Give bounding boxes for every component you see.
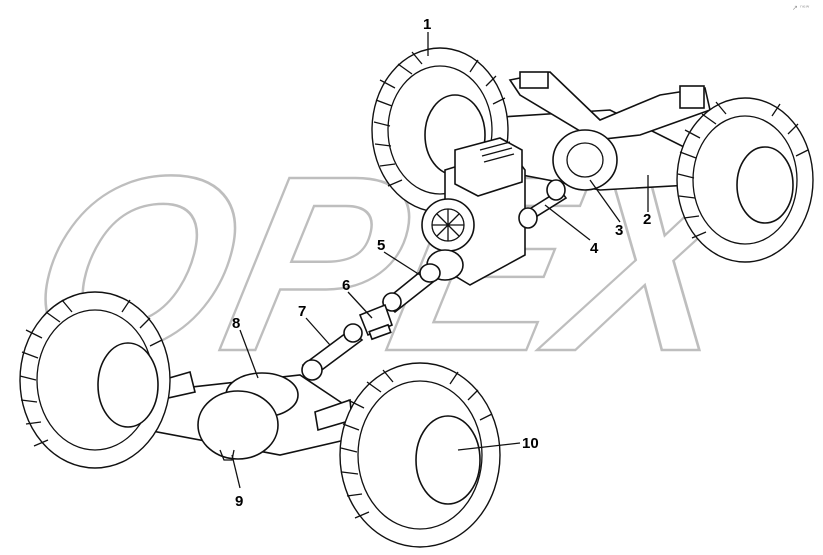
front-drive-shaft (301, 263, 441, 381)
leader-10 (457, 442, 521, 451)
rear-shaft-yoke-rear (546, 179, 566, 201)
front-left-wheel (19, 291, 171, 469)
callout-10: 10 (522, 435, 539, 452)
rear-right-hub (736, 146, 794, 224)
leader-8 (239, 329, 259, 379)
leader-6 (347, 291, 373, 319)
rear-right-tire-inner (692, 115, 798, 245)
rear-bracket-pad (679, 85, 705, 109)
front-right-wheel (339, 362, 501, 548)
callout-4: 4 (590, 240, 599, 257)
leader-7 (305, 317, 331, 346)
rear-bracket-pad-left (519, 71, 549, 89)
rear-differential-flange (566, 142, 604, 178)
transmission-top-cover (454, 137, 523, 197)
transmission-assembly (421, 137, 526, 286)
front-right-hub (415, 415, 481, 505)
rear-right-wheel (676, 97, 814, 263)
leader-9 (231, 454, 241, 489)
rear-drive-shaft (518, 179, 568, 229)
callout-8: 8 (232, 315, 240, 332)
rear-differential (552, 129, 618, 191)
corner-mark: ↗ ⁿᵉʷ (792, 4, 810, 12)
callout-5: 5 (377, 237, 385, 254)
callout-1: 1 (423, 16, 431, 33)
front-final-drive-housing (197, 390, 279, 460)
callout-6: 6 (342, 277, 350, 294)
leader-5 (383, 251, 421, 276)
front-right-tire-inner (357, 380, 483, 530)
leader-3 (589, 179, 621, 223)
leader-lines (231, 32, 649, 489)
rear-axle-bracket (508, 71, 711, 141)
center-bearing-bracket (368, 323, 392, 341)
callout-2: 2 (643, 211, 651, 228)
callout-3: 3 (615, 222, 623, 239)
callout-9: 9 (235, 493, 243, 510)
leader-4 (544, 204, 591, 241)
callout-7: 7 (298, 303, 306, 320)
rear-shaft-yoke-front (518, 207, 538, 229)
callouts: 1 2 3 4 5 6 7 8 9 10 (232, 16, 651, 510)
front-left-hub (97, 342, 159, 428)
rear-left-tire-inner (387, 65, 493, 195)
